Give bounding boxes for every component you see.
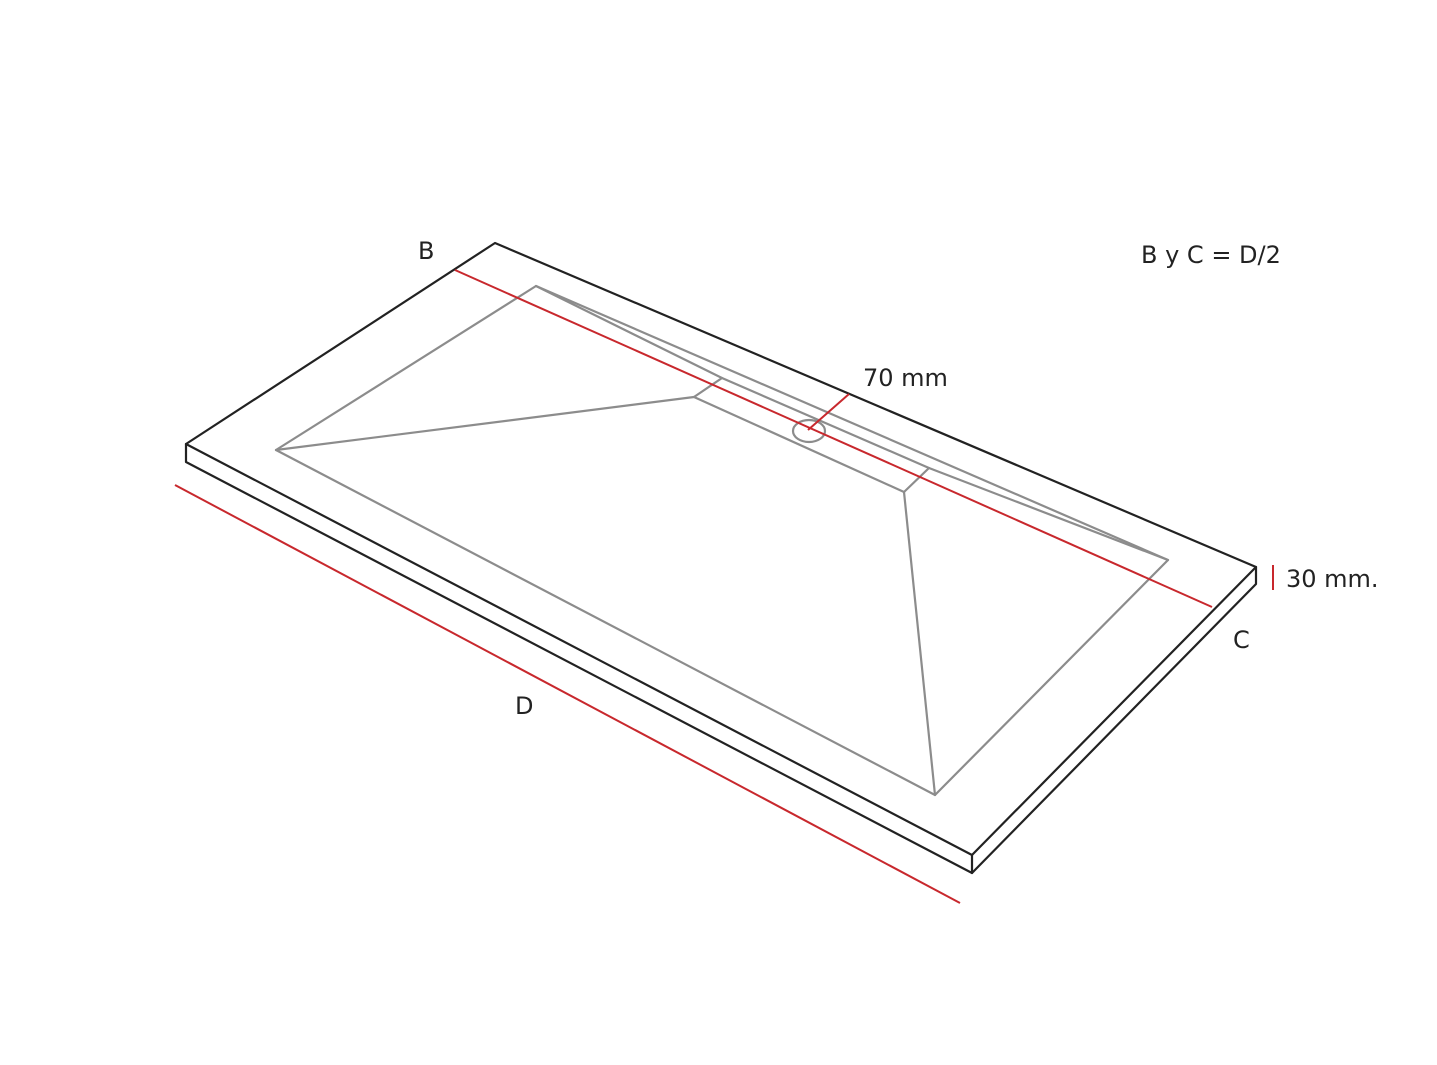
slope-line-bottom	[902, 490, 937, 797]
label-thickness: 30 mm.	[1286, 565, 1379, 593]
tray-inner-basin	[274, 284, 1170, 797]
tray-front-side	[184, 442, 974, 875]
tray-top-face	[184, 241, 1258, 857]
label-d: D	[515, 692, 533, 720]
label-c: C	[1233, 626, 1250, 654]
slope-line-top-right	[927, 466, 1170, 562]
dimension-line-d	[174, 484, 961, 904]
basin-outline	[274, 284, 1170, 797]
tray-right-side	[970, 565, 1258, 875]
dimension-line-b-c	[454, 269, 1213, 608]
label-drain-width: 70 mm	[863, 364, 948, 392]
slope-line-top-left	[534, 284, 724, 380]
label-formula: B y C = D/2	[1141, 241, 1281, 269]
drain-channel	[692, 376, 931, 494]
label-b: B	[418, 237, 434, 265]
tray-outline	[184, 241, 1258, 875]
dimension-line-drain-width	[807, 393, 850, 431]
dimension-lines	[174, 269, 1274, 904]
drain-hole	[791, 418, 827, 444]
slope-line-left	[274, 395, 696, 452]
